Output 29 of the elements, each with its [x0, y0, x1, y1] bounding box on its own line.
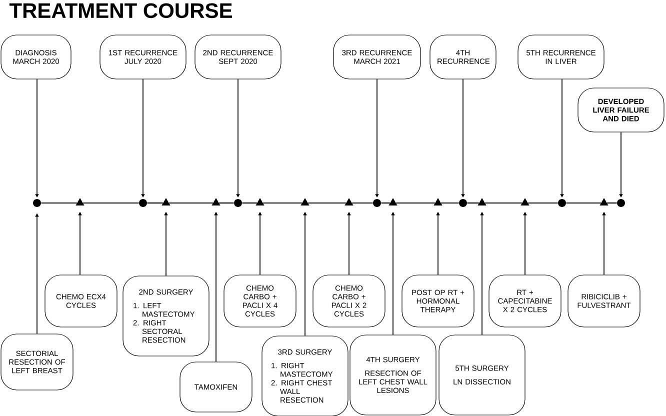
timeline-segment: [242, 202, 257, 204]
timeline-triangle: [256, 198, 264, 206]
timeline-triangle: [388, 198, 398, 206]
timeline-triangle: [344, 198, 354, 206]
timeline-triangle: [212, 198, 220, 206]
title: TREATMENT COURSE: [9, 3, 232, 18]
timeline-triangle: [162, 198, 170, 206]
timeline-segment: [607, 202, 617, 204]
timeline-segment: [441, 202, 459, 204]
timeline-triangle: [76, 198, 84, 206]
timeline-segment: [83, 202, 139, 204]
timeline-segment: [396, 202, 435, 204]
timeline-segment: [263, 202, 302, 204]
timeline-segment: [308, 202, 346, 204]
timeline-triangle: [300, 198, 310, 206]
timeline-segment: [169, 202, 213, 204]
timeline-segment: [352, 202, 373, 204]
timeline-triangle: [600, 198, 608, 206]
timeline-segment: [485, 202, 522, 204]
timeline-segment: [381, 202, 390, 204]
timeline-segment: [41, 202, 77, 204]
timeline-segment: [147, 202, 163, 204]
timeline-segment: [566, 202, 601, 204]
timeline-segment: [467, 202, 479, 204]
timeline-triangle: [434, 198, 442, 206]
timeline-triangle: [520, 198, 530, 206]
timeline-segment: [528, 202, 558, 204]
timeline-segment: [219, 202, 234, 204]
timeline-triangle: [478, 198, 486, 206]
